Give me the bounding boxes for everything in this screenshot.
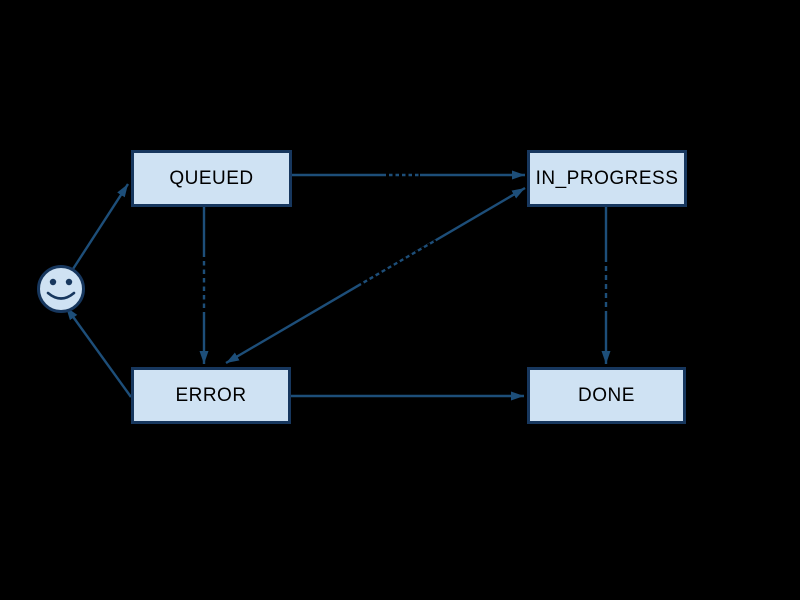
- state-node-done: DONE: [527, 367, 686, 424]
- edge-in-progress-error-label-occlusion: [360, 239, 437, 286]
- edge-error-to-start: [65, 306, 132, 398]
- state-node-error: ERROR: [131, 367, 291, 424]
- smiley-right-eye: [65, 278, 73, 286]
- smiley-left-eye: [49, 278, 57, 286]
- state-label-queued: QUEUED: [169, 167, 254, 189]
- start-state-smiley-icon: [37, 265, 85, 313]
- state-label-done: DONE: [578, 384, 635, 406]
- state-node-queued: QUEUED: [131, 150, 292, 207]
- state-label-error: ERROR: [175, 384, 247, 406]
- edge-start-to-queued: [71, 183, 130, 270]
- smiley-mouth: [46, 291, 76, 300]
- state-node-in-progress: IN_PROGRESS: [527, 150, 687, 207]
- state-label-in-progress: IN_PROGRESS: [535, 167, 679, 189]
